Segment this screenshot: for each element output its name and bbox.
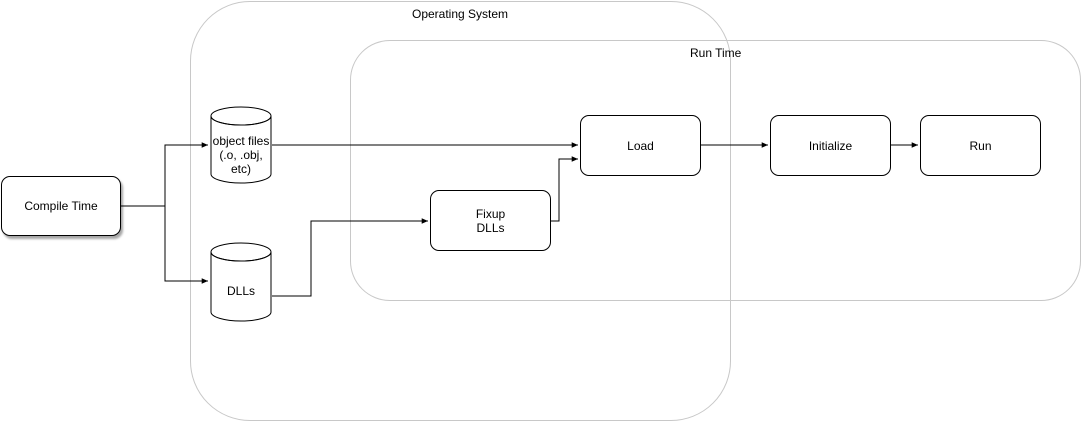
edge-compile-to-dlls [164, 206, 208, 284]
load-node[interactable]: Load [580, 115, 701, 176]
operating-system-region [190, 1, 731, 421]
edge-dlls-to-fixup [272, 218, 428, 297]
run-label: Run [969, 138, 992, 153]
initialize-label: Initialize [808, 138, 853, 153]
load-label: Load [627, 138, 654, 153]
run-time-label: Run Time [690, 46, 742, 60]
fixup-dlls-label: Fixup DLLs [475, 206, 506, 235]
compile-time-node[interactable]: Compile Time [1, 176, 121, 236]
initialize-node[interactable]: Initialize [770, 115, 891, 176]
run-time-region [350, 40, 1081, 301]
operating-system-label: Operating System [412, 7, 509, 21]
fixup-dlls-node[interactable]: Fixup DLLs [430, 190, 551, 251]
edge-fixup-to-load [551, 156, 578, 222]
compile-time-label: Compile Time [24, 199, 98, 213]
object-files-cylinder [210, 106, 272, 184]
dlls-label: DLLs [226, 284, 255, 298]
edge-compile-to-objectfiles [121, 142, 208, 207]
dlls-cylinder [210, 242, 272, 322]
run-node[interactable]: Run [920, 115, 1041, 176]
object-files-label: object files (.o, .obj, etc) [212, 134, 270, 176]
